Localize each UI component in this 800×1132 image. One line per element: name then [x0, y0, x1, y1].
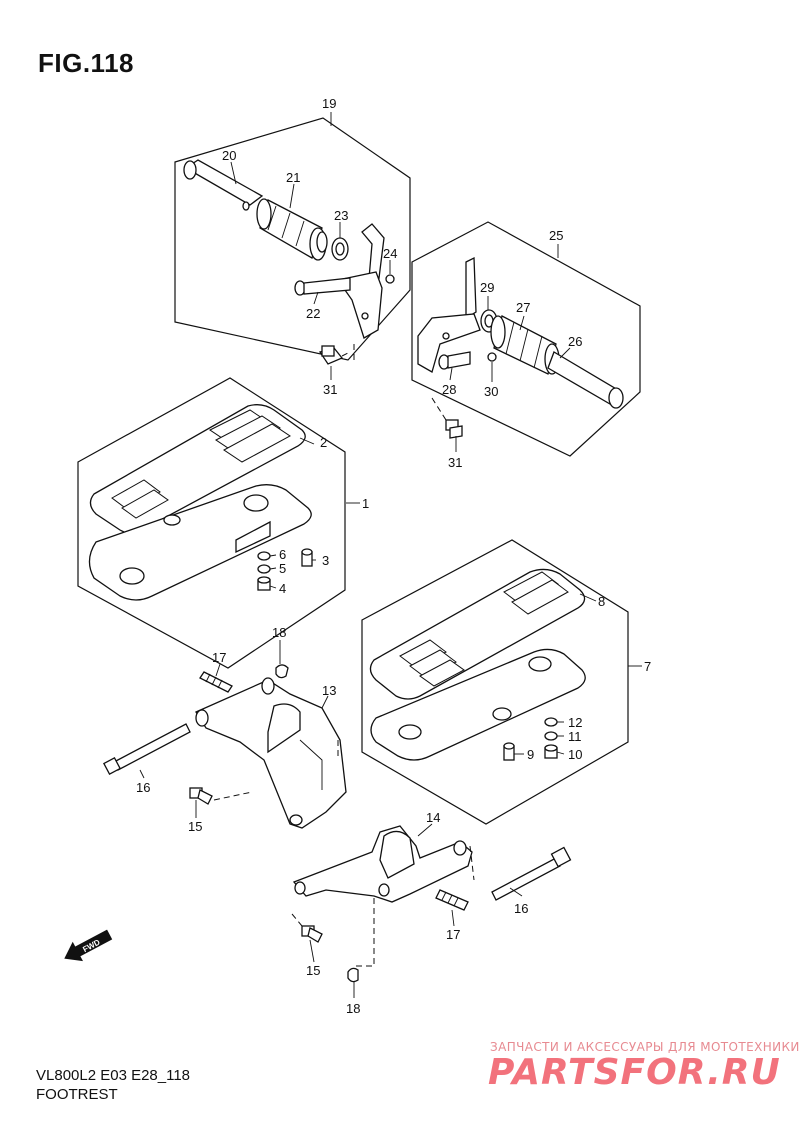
- bolt-28: [438, 351, 471, 370]
- group-25-right-peg-assembly: [411, 221, 641, 457]
- callout-17-upper: 17: [212, 650, 226, 665]
- callout-20: 20: [222, 148, 236, 163]
- fwd-arrow-icon: FWD: [64, 929, 113, 962]
- callout-7: 7: [644, 659, 651, 674]
- callout-1: 1: [362, 496, 369, 511]
- nut-10: [544, 744, 558, 759]
- callout-21: 21: [286, 170, 300, 185]
- floorboard-rubber-2: [89, 404, 306, 534]
- callout-25: 25: [549, 228, 563, 243]
- bolt-31-left: [318, 345, 351, 365]
- pin-20: [183, 159, 264, 211]
- nut-30: [487, 352, 497, 362]
- callout-2: 2: [320, 435, 327, 450]
- callout-11: 11: [568, 729, 582, 744]
- group-7-outline: [361, 539, 629, 825]
- leader-lines: [139, 112, 642, 998]
- clip-18-left: [275, 664, 289, 679]
- floorboard-rubber-8: [369, 568, 586, 700]
- bolt-22: [294, 277, 351, 296]
- washer-6: [257, 551, 271, 561]
- callout-22: 22: [306, 306, 320, 321]
- callout-5: 5: [279, 561, 286, 576]
- watermark-tagline: ЗАПЧАСТИ И АКСЕССУАРЫ ДЛЯ МОТОТЕХНИКИ: [490, 1040, 800, 1054]
- installation-lines: [337, 340, 475, 967]
- callout-6: 6: [279, 547, 286, 562]
- watermark-logo[interactable]: PARTSFOR.RU: [488, 1052, 781, 1093]
- callout-29: 29: [480, 280, 494, 295]
- peg-bracket-right: [417, 256, 481, 373]
- section-name: FOOTREST: [36, 1086, 118, 1103]
- spring-17-left: [199, 671, 233, 693]
- figure-title: FIG.118: [38, 48, 134, 78]
- bracket-13-left: [195, 677, 347, 829]
- floorboard-base-plate-right: [370, 648, 586, 761]
- nut-24: [385, 274, 395, 284]
- group-19-outline: [174, 117, 411, 361]
- nut-4: [257, 576, 271, 591]
- callout-13: 13: [322, 683, 336, 698]
- bolt-15-right: [291, 913, 323, 943]
- callout-31-left: 31: [323, 382, 337, 397]
- callout-16-left: 16: [136, 780, 150, 795]
- bolt-15-left: [189, 787, 253, 805]
- group-7-right-floorboard: [361, 539, 629, 825]
- callout-8: 8: [598, 594, 605, 609]
- callout-16-right: 16: [514, 901, 528, 916]
- bracket-14-right: [292, 825, 473, 903]
- washer-11: [544, 731, 558, 741]
- bolt-3: [301, 548, 313, 567]
- group-19-left-peg-assembly: [174, 117, 411, 361]
- callout-18-upper: 18: [272, 625, 286, 640]
- callout-15-left: 15: [188, 819, 202, 834]
- pin-26: [547, 351, 624, 409]
- callout-30: 30: [484, 384, 498, 399]
- group-1-outline: [77, 377, 346, 669]
- callout-numbers: 19 20 21 23 24 22 31 25 29 27 26 28 30 3…: [136, 96, 651, 1016]
- group-1-left-floorboard: [77, 377, 346, 669]
- callout-31-right: 31: [448, 455, 462, 470]
- group-25-outline: [411, 221, 641, 457]
- clip-18-right: [347, 967, 359, 983]
- callout-3: 3: [322, 553, 329, 568]
- long-bolt-16-left: [103, 723, 191, 775]
- callout-17-lower: 17: [446, 927, 460, 942]
- callout-15-right: 15: [306, 963, 320, 978]
- callout-28: 28: [442, 382, 456, 397]
- spring-17-right: [435, 889, 469, 911]
- callout-9: 9: [527, 747, 534, 762]
- callout-19: 19: [322, 96, 336, 111]
- model-code: VL800L2 E03 E28_118: [36, 1067, 191, 1084]
- callout-14: 14: [426, 810, 440, 825]
- callout-10: 10: [568, 747, 582, 762]
- callout-23: 23: [334, 208, 348, 223]
- callout-27: 27: [516, 300, 530, 315]
- floorboard-base-plate-left: [88, 484, 312, 601]
- callout-4: 4: [279, 581, 286, 596]
- bolt-9: [503, 742, 515, 761]
- callout-24: 24: [383, 246, 397, 261]
- washer-5: [257, 564, 271, 574]
- long-bolt-16-right: [491, 846, 572, 901]
- bolt-31-right: [431, 397, 463, 439]
- washer-12: [544, 717, 558, 727]
- callout-12: 12: [568, 715, 582, 730]
- callout-18-lower: 18: [346, 1001, 360, 1016]
- callout-26: 26: [568, 334, 582, 349]
- rubber-21: [256, 198, 328, 261]
